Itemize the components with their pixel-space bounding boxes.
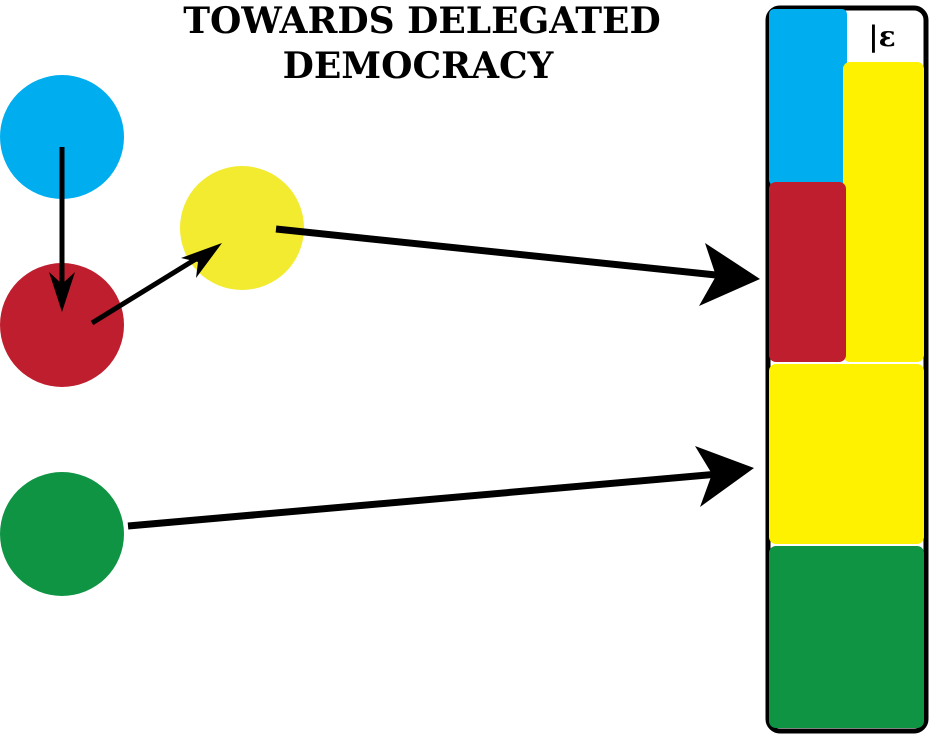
title-line-2: DEMOCRACY xyxy=(283,45,555,87)
vote-column: |ε xyxy=(765,5,929,734)
title-line-1: TOWARDS DELEGATED xyxy=(183,0,660,42)
voter-circle-blue xyxy=(0,75,124,199)
arrowhead-yellow-to-column xyxy=(699,243,760,306)
column-label-epsilon: |ε xyxy=(868,20,895,53)
voter-circle-green xyxy=(0,472,124,596)
column-segment-yellow-delegate xyxy=(843,62,924,362)
column-segment-green xyxy=(769,546,924,728)
column-segment-yellow xyxy=(769,364,924,544)
arrow-yellow-to-column xyxy=(275,225,736,281)
arrowhead-green-to-column xyxy=(695,446,754,507)
arrowhead-red-to-yellow xyxy=(181,243,222,278)
arrow-green-to-column xyxy=(127,469,731,530)
column-segment-red xyxy=(769,182,846,362)
arrow-red-to-yellow xyxy=(90,251,206,326)
voter-circle-red xyxy=(0,263,124,387)
column-segment-blue xyxy=(769,9,847,185)
delegation-arrows xyxy=(49,147,760,530)
arrowhead-blue-to-red xyxy=(49,272,75,312)
delegate-circle-yellow xyxy=(180,166,304,290)
